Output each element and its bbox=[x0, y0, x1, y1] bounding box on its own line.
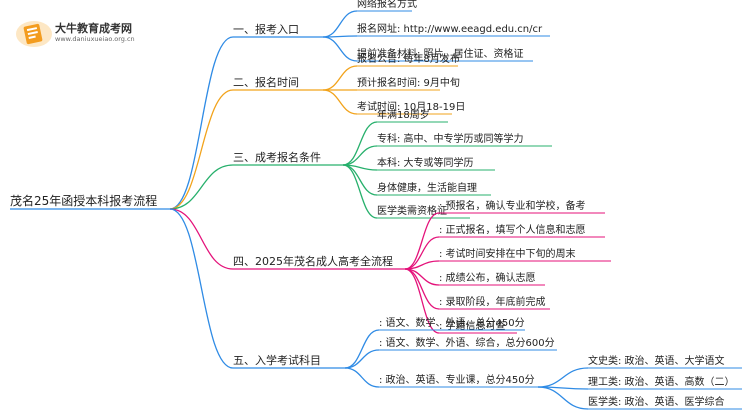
sub-leaf-label-3: 医学类: 政治、英语、医学综合 bbox=[588, 395, 725, 408]
logo-icon bbox=[14, 18, 54, 48]
leaf-label-1-1: 网络报名方式 bbox=[357, 0, 417, 10]
branch-label-1: 一、报考入口 bbox=[233, 22, 299, 36]
connector-root-branch-1 bbox=[169, 36, 234, 210]
connector-root-branch-3 bbox=[169, 164, 234, 210]
connector-branch-2-leaf-3 bbox=[322, 89, 358, 115]
branch-label-5: 五、入学考试科目 bbox=[233, 353, 321, 367]
leaf-label-5-1: : 语文、数学、外语，总分450分 bbox=[379, 316, 525, 329]
leaf-label-3-2: 专科: 高中、中专学历或同等学力 bbox=[377, 132, 524, 145]
connector-branch-1-leaf-3 bbox=[322, 36, 358, 62]
connector-root-branch-2 bbox=[169, 89, 234, 210]
logo-title: 大牛教育成考网 bbox=[55, 22, 132, 35]
leaf-label-4-5: : 录取阶段，年底前完成 bbox=[439, 295, 546, 308]
leaf-label-2-2: 预计报名时间: 9月中旬 bbox=[357, 76, 460, 89]
branch-label-4: 四、2025年茂名成人高考全流程 bbox=[233, 254, 393, 268]
leaf-label-3-1: 年满18周岁 bbox=[377, 108, 430, 121]
leaf-label-4-2: : 正式报名，填写个人信息和志愿 bbox=[439, 223, 586, 236]
branch-label-3: 三、成考报名条件 bbox=[233, 150, 321, 164]
leaf-label-5-3: : 政治、英语、专业课，总分450分 bbox=[379, 373, 535, 386]
leaf-label-3-5: 医学类需资格证 bbox=[377, 204, 447, 217]
leaf-label-4-1: : 预报名，确认专业和学校，备考 bbox=[439, 199, 586, 212]
connector-branch-2-leaf-1 bbox=[322, 65, 358, 91]
logo-url: www.daniuxueiao.org.cn bbox=[55, 35, 135, 43]
branch-label-2: 二、报名时间 bbox=[233, 75, 299, 89]
leaf-label-3-4: 身体健康，生活能自理 bbox=[377, 181, 477, 194]
sub-leaf-label-1: 文史类: 政治、英语、大学语文 bbox=[588, 354, 725, 367]
connector-branch-3-leaf-1 bbox=[342, 121, 378, 166]
leaf-label-3-3: 本科: 大专或等同学历 bbox=[377, 156, 474, 169]
leaf-label-2-1: 报名公告: 每年8月发布 bbox=[357, 52, 460, 65]
connector-branch-5-leaf-3 bbox=[344, 367, 380, 388]
root-topic: 茂名25年函授本科报考流程 bbox=[10, 193, 157, 208]
leaf-label-4-6: : 学籍信息可查 bbox=[439, 319, 506, 332]
leaf-label-2-3: 考试时间: 10月18-19日 bbox=[357, 100, 465, 113]
leaf-label-5-2: : 语文、数学、外语、综合，总分600分 bbox=[379, 336, 555, 349]
connector-root-branch-4 bbox=[169, 208, 234, 270]
connector-branch-1-leaf-1 bbox=[322, 10, 358, 38]
leaf-label-1-3: 提前准备材料: 照片、居住证、资格证 bbox=[357, 47, 524, 60]
connector-branch-5-leaf-2 bbox=[344, 349, 380, 369]
sub-leaf-label-2: 理工类: 政治、英语、高数（二） bbox=[588, 375, 735, 388]
connector-branch-3-leaf-5 bbox=[342, 164, 378, 219]
connector-branch-4-leaf-1 bbox=[404, 212, 440, 270]
leaf-label-4-4: : 成绩公布，确认志愿 bbox=[439, 271, 536, 284]
connector-branch-3-leaf-2 bbox=[342, 145, 378, 166]
connector-branch-4-leaf-6 bbox=[404, 268, 440, 334]
connector-branch-5-leaf-1 bbox=[344, 329, 380, 369]
leaf-label-1-2: 报名网址: http://www.eeagd.edu.cn/cr bbox=[357, 22, 543, 35]
connector-sub-leaf-1 bbox=[537, 367, 589, 388]
connector-branch-4-leaf-2 bbox=[404, 236, 440, 270]
connector-sub-leaf-3 bbox=[537, 386, 589, 410]
leaf-label-4-3: : 考试时间安排在中下旬的周末 bbox=[439, 247, 576, 260]
connector-root-branch-5 bbox=[169, 208, 234, 369]
